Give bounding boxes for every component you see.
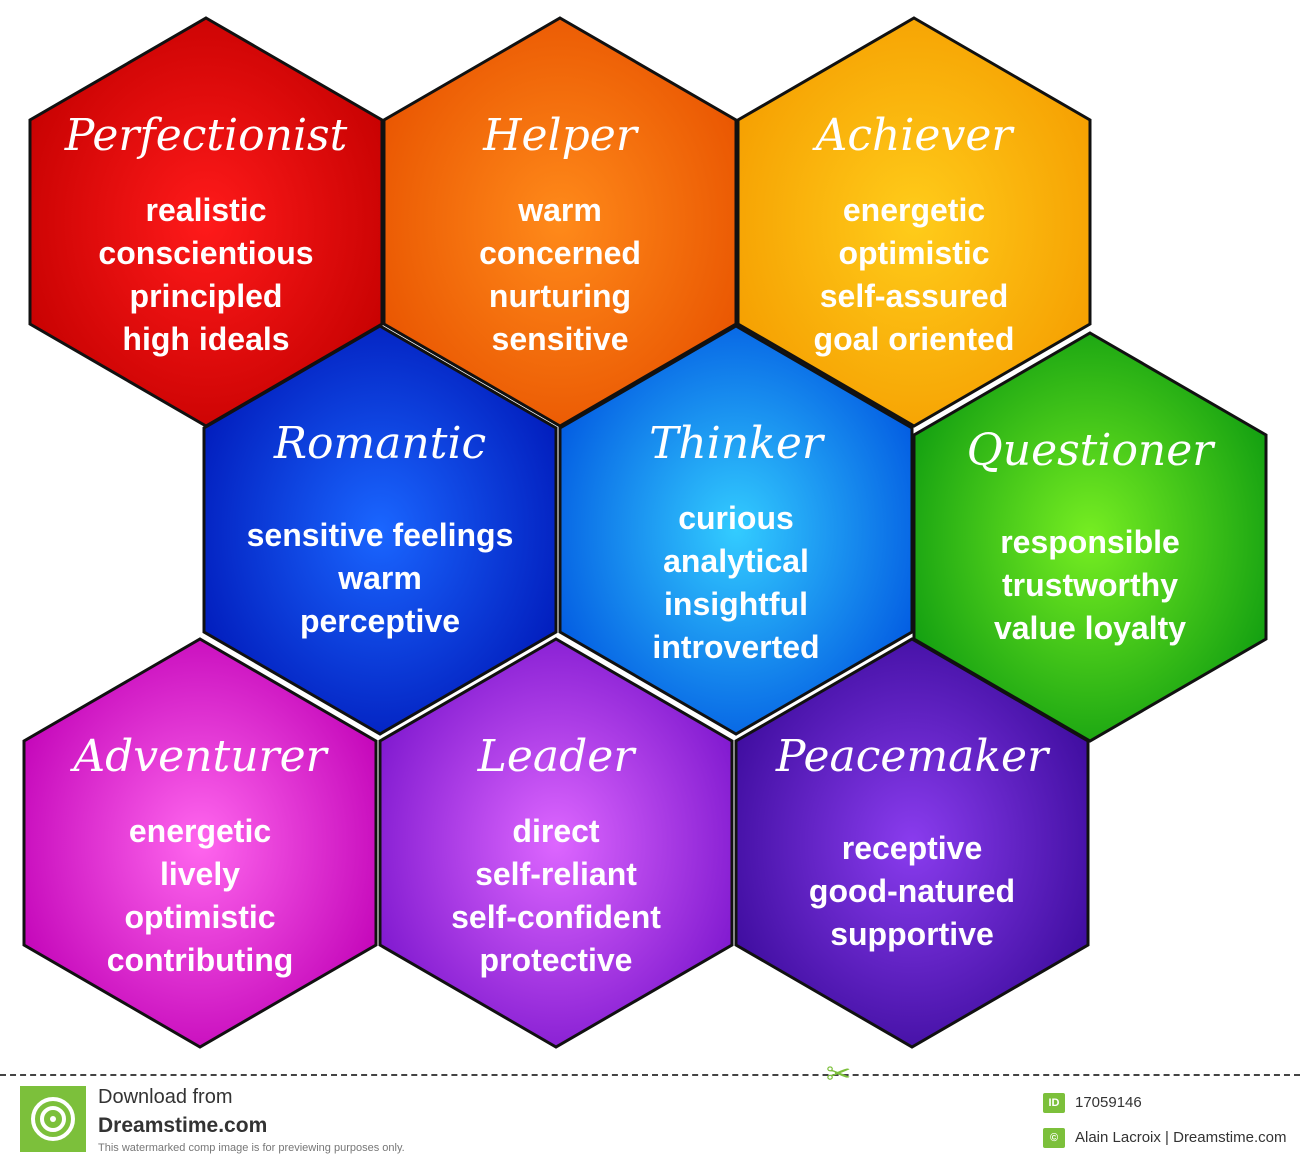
brand-name: Dreamstime.com xyxy=(98,1114,268,1137)
hexagon-trait: good-natured xyxy=(809,873,1015,909)
hexagon-trait: sensitive xyxy=(492,321,629,357)
hexagon-leader: Leader direct self-reliant self-confident pr… xyxy=(378,637,734,1049)
hexagon-title: Questioner xyxy=(967,425,1217,476)
hexagon-trait: self-confident xyxy=(451,899,661,935)
author-credit: Alain Lacroix | Dreamstime.com xyxy=(1075,1129,1287,1146)
hexagon-peacemaker: Peacemaker receptive good-natured supportiv… xyxy=(734,637,1090,1049)
hexagon-trait: warm xyxy=(337,560,422,596)
hexagon-romantic: Romantic sensitive feelings warm perceptive xyxy=(202,324,558,736)
hexagon-trait: receptive xyxy=(842,830,983,866)
hexagon-trait: energetic xyxy=(843,192,985,228)
hexagon-trait: optimistic xyxy=(124,899,275,935)
hexagon-trait: responsible xyxy=(1000,524,1180,560)
hexagon-shape xyxy=(378,637,734,1049)
hexagon-title: Thinker xyxy=(649,418,826,469)
hexagon-trait: direct xyxy=(512,813,599,849)
hexagon-trait: supportive xyxy=(830,916,994,952)
hexagon-title: Peacemaker xyxy=(775,731,1051,782)
hexagon-trait: principled xyxy=(130,278,283,314)
hexagon-trait: high ideals xyxy=(122,321,289,357)
hexagon-title: Perfectionist xyxy=(64,110,348,161)
copyright-icon: © xyxy=(1043,1128,1065,1148)
hexagon-shape xyxy=(22,637,378,1049)
hexagon-trait: perceptive xyxy=(300,603,460,639)
hexagon-shape xyxy=(734,637,1090,1049)
id-badge: ID xyxy=(1043,1093,1065,1113)
hexagon-achiever: Achiever energetic optimistic self-assured g… xyxy=(736,16,1092,428)
hexagon-trait: trustworthy xyxy=(1002,567,1178,603)
hexagon-trait: nurturing xyxy=(489,278,631,314)
hexagon-adventurer: Adventurer energetic lively optimistic contr… xyxy=(22,637,378,1049)
hexagon-trait: analytical xyxy=(663,543,809,579)
hexagon-trait: warm xyxy=(517,192,602,228)
hexagon-shape xyxy=(202,324,558,736)
hexagon-perfectionist: Perfectionist realistic conscientious princ… xyxy=(28,16,384,428)
hexagon-helper: Helper warm concerned nurturing sensitive xyxy=(382,16,738,428)
hexagon-questioner: Questioner responsible trustworthy value lo… xyxy=(912,331,1268,743)
hexagon-trait: protective xyxy=(480,942,633,978)
hexagon-title: Achiever xyxy=(812,110,1016,161)
hexagon-thinker: Thinker curious analytical insightful introv… xyxy=(558,324,914,736)
hexagon-title: Helper xyxy=(482,110,640,161)
hexagon-trait: contributing xyxy=(107,942,294,978)
scissors-icon: ✂ xyxy=(826,1058,852,1091)
hexagon-trait: goal oriented xyxy=(814,321,1015,357)
hexagon-trait: concerned xyxy=(479,235,641,271)
hexagon-shape xyxy=(736,16,1092,428)
hexagon-trait: insightful xyxy=(664,586,808,622)
hexagon-trait: lively xyxy=(160,856,240,892)
hexagon-trait: curious xyxy=(678,500,794,536)
hexagon-shape xyxy=(558,324,914,736)
hexagon-trait: self-reliant xyxy=(475,856,637,892)
hexagon-trait: introverted xyxy=(652,629,819,665)
hexagon-trait: self-assured xyxy=(820,278,1009,314)
hexagon-title: Leader xyxy=(477,731,638,782)
hexagon-trait: realistic xyxy=(146,192,267,228)
hexagon-trait: energetic xyxy=(129,813,271,849)
hexagon-title: Romantic xyxy=(273,418,486,469)
dreamstime-logo-icon xyxy=(20,1086,86,1152)
preview-note: This watermarked comp image is for previ… xyxy=(98,1142,405,1154)
image-id: 17059146 xyxy=(1075,1094,1142,1111)
hexagon-trait: conscientious xyxy=(98,235,313,271)
hexagon-trait: value loyalty xyxy=(994,610,1186,646)
hexagon-shape xyxy=(382,16,738,428)
download-from-text: Download from xyxy=(98,1086,233,1108)
watermark-footer: ✂ Download from Dreamstime.com This wate… xyxy=(0,1060,1300,1167)
hexagon-trait: sensitive feelings xyxy=(247,517,514,553)
hexagon-title: Adventurer xyxy=(69,731,329,782)
hexagon-trait: optimistic xyxy=(838,235,989,271)
hexagon-shape xyxy=(912,331,1268,743)
personality-hexagon-diagram: Perfectionist realistic conscientious princ… xyxy=(22,16,1268,1049)
